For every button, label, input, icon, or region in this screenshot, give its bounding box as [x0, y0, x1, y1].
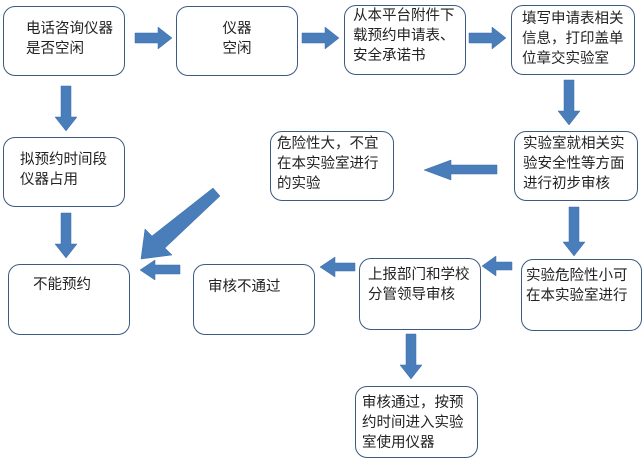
node-dept-review: 上报部门和学校 分管领导审核 — [359, 258, 481, 330]
node-cannot-book: 不能预约 — [8, 264, 130, 335]
node-occupied: 拟预约时间段 仪器占用 — [3, 137, 125, 207]
node-not-approved: 审核不通过 — [193, 264, 315, 335]
arrow-left — [319, 256, 356, 278]
node-call-check: 电话咨询仪器 是否空闲 — [3, 6, 125, 76]
arrow-down — [54, 212, 78, 259]
node-low-risk: 实验危险性小可 在本实验室进行 — [521, 259, 642, 331]
node-approved: 审核通过，按预 约时间进入实验 室使用仪器 — [355, 386, 478, 458]
arrow-left — [139, 259, 181, 281]
node-download: 从本平台附件下 载预约申请表、 安全承诺书 — [344, 5, 466, 75]
arrow-down — [399, 333, 423, 380]
node-idle: 仪器 空闲 — [176, 6, 298, 76]
node-fill-form: 填写申请表相关 信息，打印盖单 位章交实验室 — [511, 5, 635, 75]
arrow-left — [481, 255, 513, 277]
arrow-right — [301, 26, 340, 50]
arrow-down — [54, 85, 78, 132]
arrow-diagonal — [140, 187, 221, 260]
arrow-down — [562, 206, 586, 257]
node-high-risk: 危险性大，不宜 在本实验室进行 的实验 — [270, 131, 394, 201]
arrow-left — [423, 159, 498, 181]
arrow-right — [134, 26, 173, 50]
node-lab-review: 实验室就相关实 验安全性等方面 进行初步审核 — [514, 131, 638, 201]
arrow-right — [468, 26, 507, 50]
arrow-down — [557, 79, 581, 126]
